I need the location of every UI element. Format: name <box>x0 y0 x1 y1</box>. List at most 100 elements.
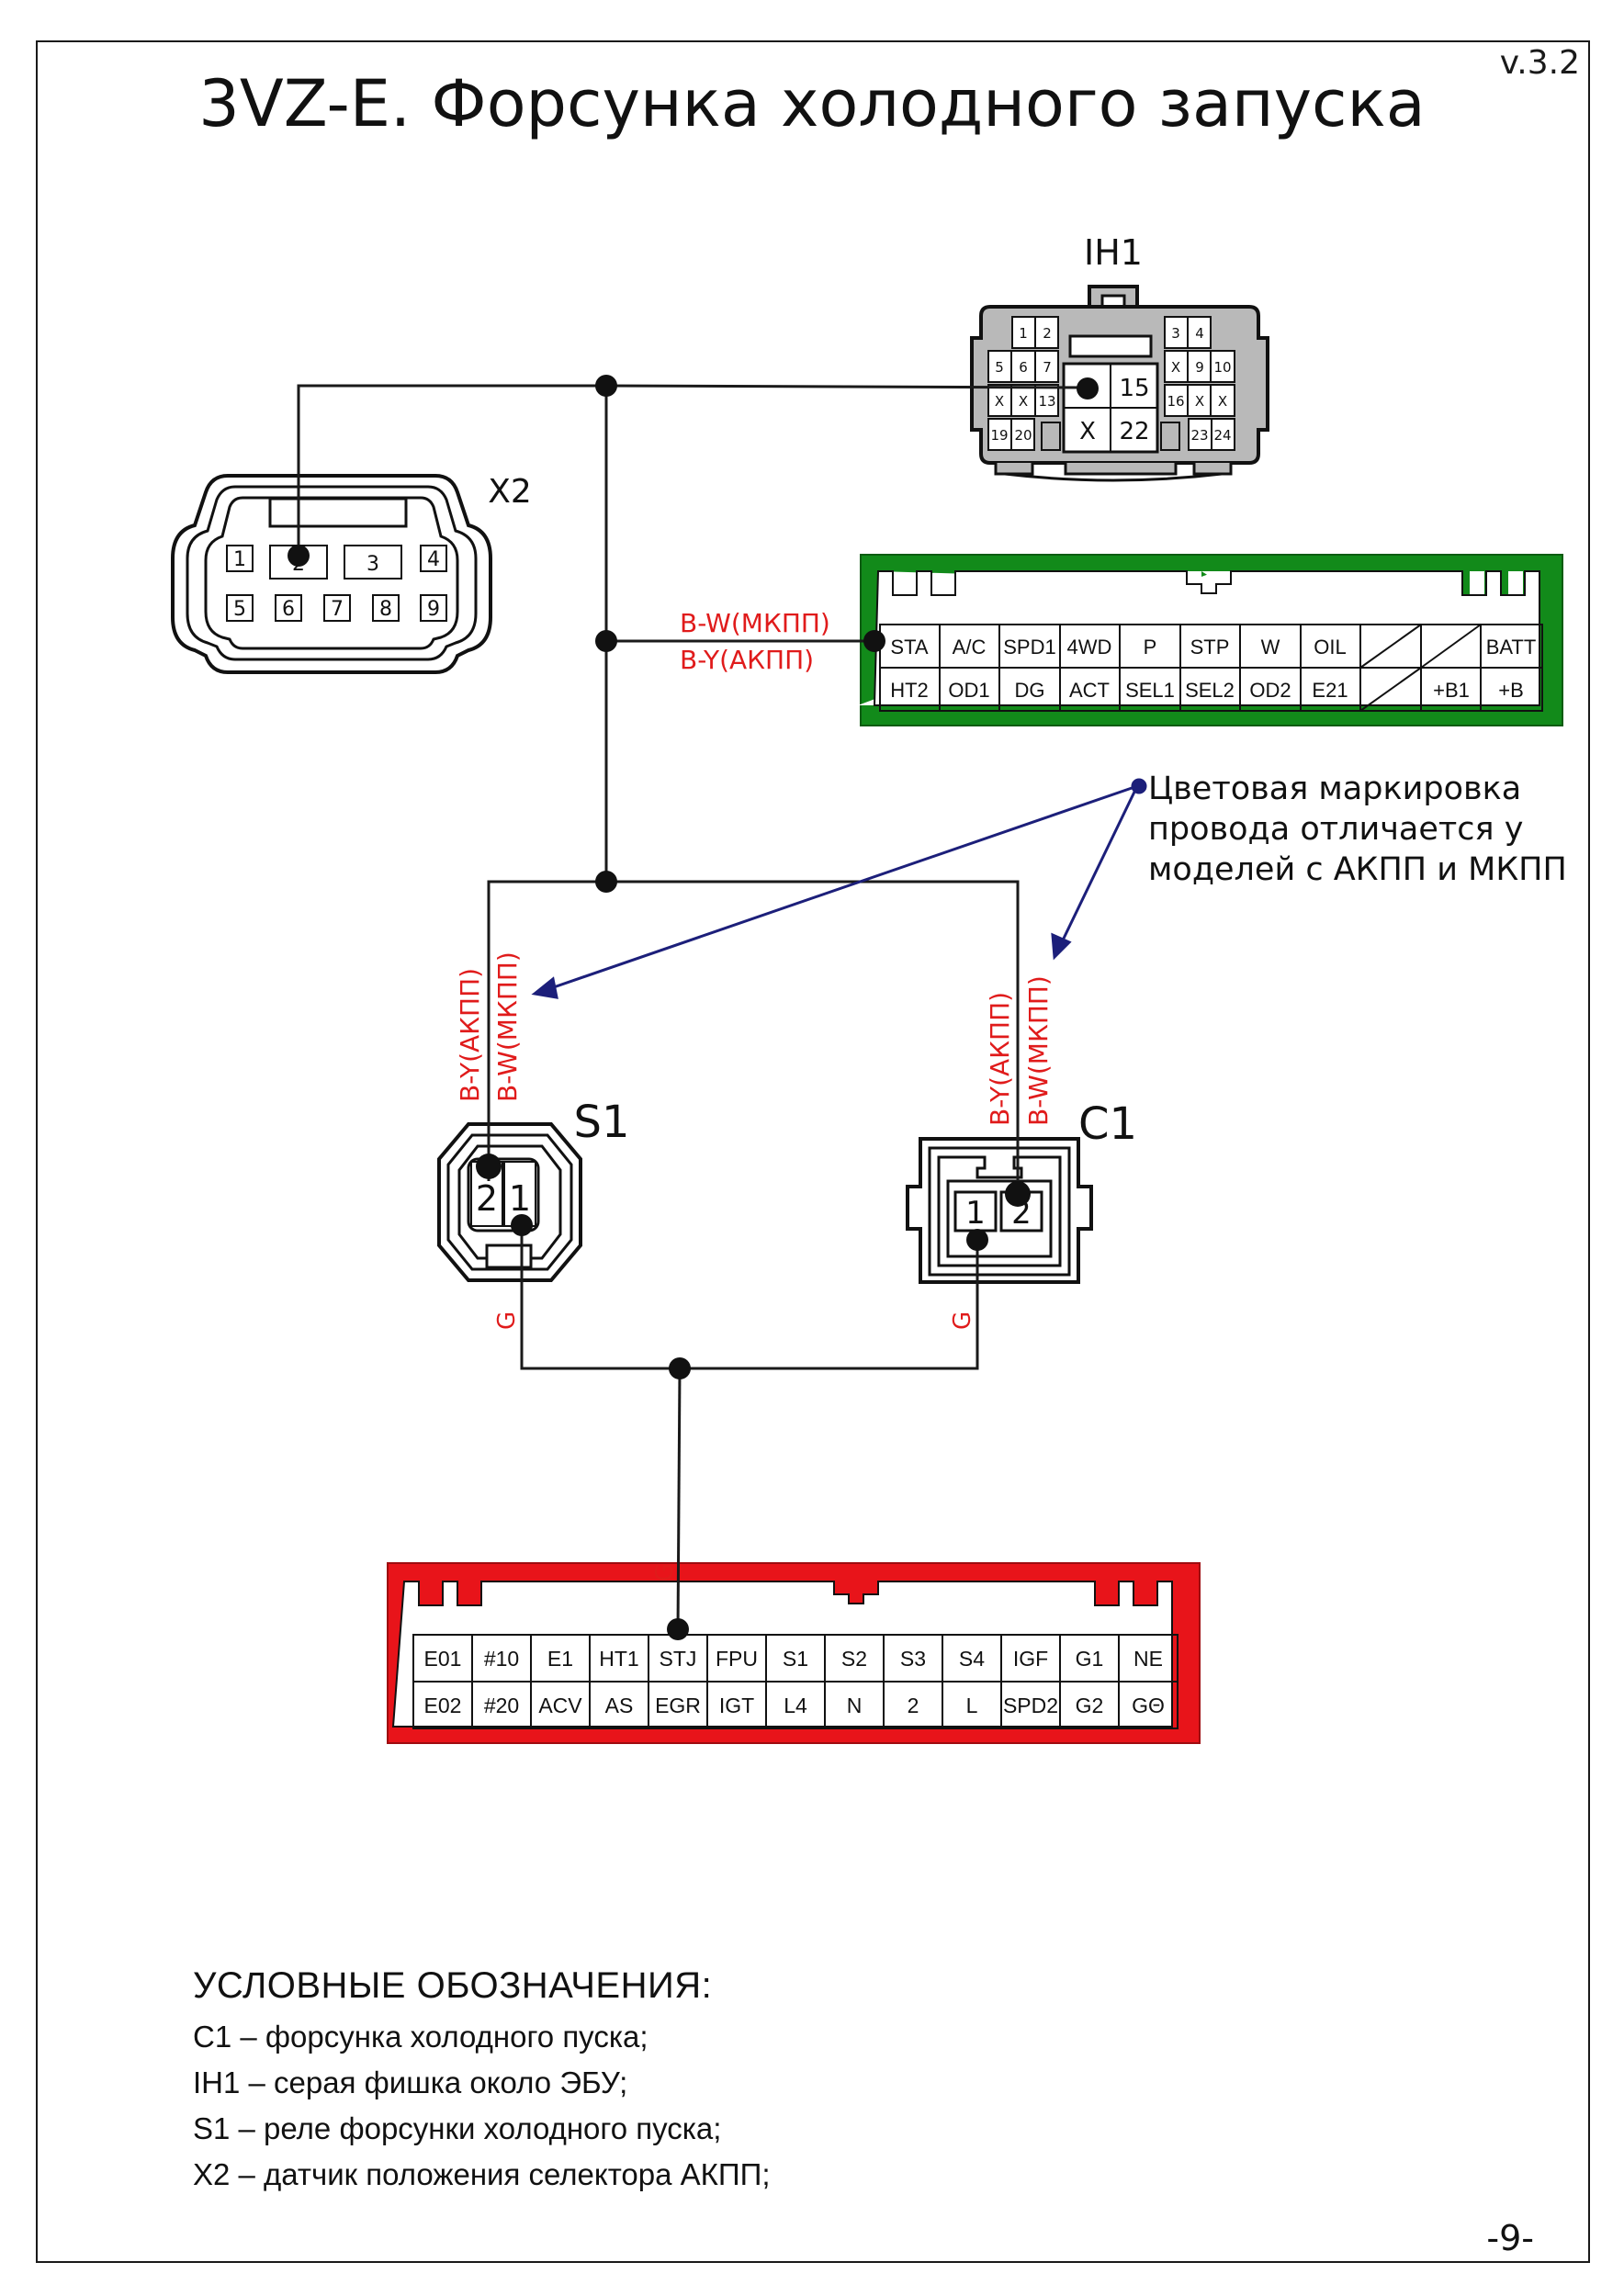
ecu-red-pin: S1 <box>783 1647 808 1671</box>
ecu-green-pin: STA <box>890 636 928 658</box>
page-title: 3VZ-E. Форсунка холодного запуска <box>198 66 1426 141</box>
junction-dot <box>595 871 617 893</box>
ecu-green-pin: 4WD <box>1067 636 1112 658</box>
wire-label-by-akpp: B-Y(АКПП) <box>985 992 1015 1126</box>
connector-s1: S1 2 1 <box>437 1097 630 1282</box>
wire-label-g: G <box>949 1311 976 1330</box>
legend: УСЛОВНЫЕ ОБОЗНАЧЕНИЯ: C1 – форсунка холо… <box>193 1965 771 2198</box>
x2-pin: 4 <box>427 548 440 571</box>
ecu-red-pin: IGT <box>719 1694 754 1717</box>
junction-dot <box>595 630 617 652</box>
ecu-green-pin: A/C <box>953 636 987 658</box>
ecu-red-pin: S3 <box>900 1647 926 1671</box>
wires <box>297 384 1087 1632</box>
junction-dot <box>1005 1181 1031 1207</box>
wire-labels: B-W(МКПП) B-Y(АКПП) B-Y(АКПП) B-W(МКПП) … <box>455 608 1054 1581</box>
x2-pin: 7 <box>331 598 344 621</box>
ecu-green-pin: OD1 <box>948 679 989 702</box>
ih1-pin: 1 <box>1019 325 1028 342</box>
x2-pin: 5 <box>233 598 246 621</box>
ecu-green-pin: HT2 <box>890 679 929 702</box>
ecu-green-pin: OD2 <box>1249 679 1291 702</box>
ih1-pin: X <box>1195 393 1204 410</box>
ecu-green-pin: STP <box>1190 636 1230 658</box>
legend-item: X2 – датчик положения селектора АКПП; <box>193 2157 771 2191</box>
ih1-pin: 2 <box>1043 325 1052 342</box>
ecu-red-pin: HT1 <box>599 1647 638 1671</box>
legend-heading: УСЛОВНЫЕ ОБОЗНАЧЕНИЯ: <box>193 1965 713 2006</box>
junction-dot <box>966 1229 988 1251</box>
ih1-pin: X <box>1019 393 1028 410</box>
c1-pin-1: 1 <box>965 1195 986 1232</box>
ih1-pin: 20 <box>1014 427 1032 444</box>
ecu-red-pin: NE <box>1133 1647 1163 1671</box>
ecu-red-pin: SPD2 <box>1003 1694 1058 1717</box>
ecu-red-pin: N <box>847 1694 863 1717</box>
ecu-red-pin: #20 <box>484 1694 519 1717</box>
connector-c1-label: C1 <box>1078 1098 1137 1150</box>
wire-label-by-akpp: B-Y(АКПП) <box>680 645 814 675</box>
ecu-red-pin: AS <box>605 1694 634 1717</box>
junction-dot <box>476 1154 502 1179</box>
ecu-red-pin: L4 <box>784 1694 807 1717</box>
connector-x2: X2 1 2 3 4 5 6 7 8 9 <box>171 473 532 674</box>
x2-pin: 6 <box>282 598 295 621</box>
ecu-green-pin: P <box>1144 636 1157 658</box>
ih1-pin: 7 <box>1043 359 1052 376</box>
ecu-connector-red: E01 #10 E1 HT1 STJ FPU S1 S2 S3 S4 IGF G… <box>387 1562 1201 1744</box>
junction-dot <box>1077 377 1099 400</box>
ih1-pin: 10 <box>1213 359 1231 376</box>
annotation-arrows <box>531 778 1147 999</box>
ecu-red-pin: FPU <box>716 1647 758 1671</box>
s1-pin-1: 1 <box>509 1178 531 1219</box>
ecu-red-pin: E01 <box>424 1647 462 1671</box>
wire-label-g: G <box>493 1311 521 1330</box>
ecu-red-pin: EGR <box>655 1694 701 1717</box>
connector-x2-label: X2 <box>488 473 532 511</box>
page-number: -9- <box>1486 2218 1534 2258</box>
legend-item: S1 – реле форсунки холодного пуска; <box>193 2111 722 2145</box>
ecu-green-pin: BATT <box>1486 636 1537 658</box>
junction-dot <box>863 630 885 652</box>
ecu-red-pin: G2 <box>1076 1694 1104 1717</box>
ecu-red-pin: E02 <box>424 1694 462 1717</box>
connector-s1-label: S1 <box>573 1097 629 1148</box>
ecu-red-pin: S2 <box>841 1647 867 1671</box>
ecu-green-pin: ACT <box>1069 679 1110 702</box>
ecu-red-pin: E1 <box>547 1647 573 1671</box>
ecu-green-pin: +B1 <box>1433 679 1470 702</box>
ecu-green-pin: SPD1 <box>1003 636 1055 658</box>
ih1-pin: X <box>1218 393 1227 410</box>
junction-dot <box>669 1357 691 1379</box>
ecu-red-pin: L <box>966 1694 978 1717</box>
wire-label-bw-mkpp: B-W(МКПП) <box>680 608 830 638</box>
connector-ih1: IH1 <box>970 232 1269 482</box>
ih1-pin: 16 <box>1167 393 1184 410</box>
ecu-green-pin: W <box>1261 636 1280 658</box>
wire-junctions <box>288 375 1099 1640</box>
annotation-dot <box>1131 778 1147 794</box>
ih1-pin: 13 <box>1038 393 1055 410</box>
ih1-pin-15: 15 <box>1119 375 1149 402</box>
ecu-red-pin: IGF <box>1013 1647 1048 1671</box>
ecu-green-pin: SEL1 <box>1125 679 1175 702</box>
legend-item: C1 – форсунка холодного пуска; <box>193 2020 648 2054</box>
ih1-pin-x: X <box>1079 418 1096 445</box>
page-frame <box>36 40 1590 2263</box>
junction-dot <box>511 1214 533 1236</box>
ecu-green-pin: OIL <box>1314 636 1346 658</box>
wire-label-bw-mkpp: B-W(МКПП) <box>1023 975 1054 1126</box>
legend-item: IH1 – серая фишка около ЭБУ; <box>193 2065 628 2099</box>
ih1-pin: X <box>995 393 1004 410</box>
ecu-green-pin: +B <box>1498 679 1524 702</box>
ecu-red-pin: G1 <box>1076 1647 1104 1671</box>
annotation-line: Цветовая маркировка <box>1148 771 1521 807</box>
ih1-pin: 4 <box>1195 325 1204 342</box>
ih1-pin: 24 <box>1213 427 1231 444</box>
ih1-pin-22: 22 <box>1119 418 1149 445</box>
x2-pin: 1 <box>233 548 246 571</box>
s1-pin-2: 2 <box>476 1178 498 1219</box>
junction-dot <box>667 1618 689 1640</box>
ecu-green-pin: E21 <box>1312 679 1348 702</box>
